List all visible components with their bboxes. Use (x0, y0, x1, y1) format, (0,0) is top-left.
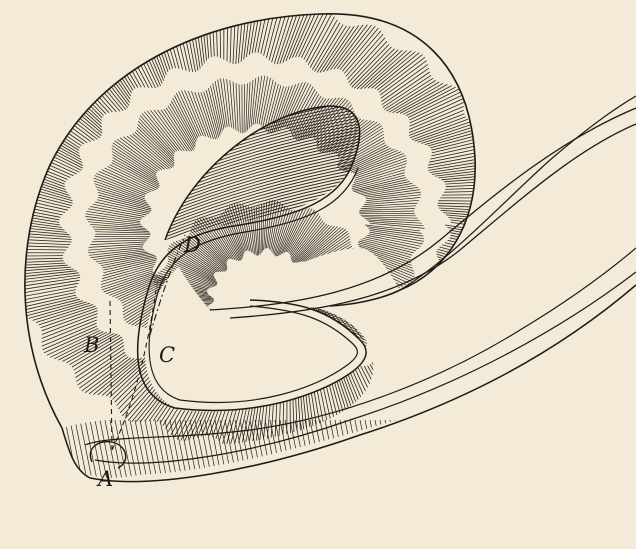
label-A: A (96, 467, 113, 491)
lower-tube-hatching (60, 420, 636, 490)
label-B: B (83, 333, 99, 357)
pocket-at-A (90, 442, 125, 468)
guide-line-AC (112, 290, 156, 450)
upper-duct-line-2 (230, 124, 636, 318)
guide-line-AB (110, 300, 112, 450)
label-D: D (183, 233, 201, 257)
label-C: C (159, 343, 175, 367)
outer-wall-hatching (0, 0, 511, 450)
